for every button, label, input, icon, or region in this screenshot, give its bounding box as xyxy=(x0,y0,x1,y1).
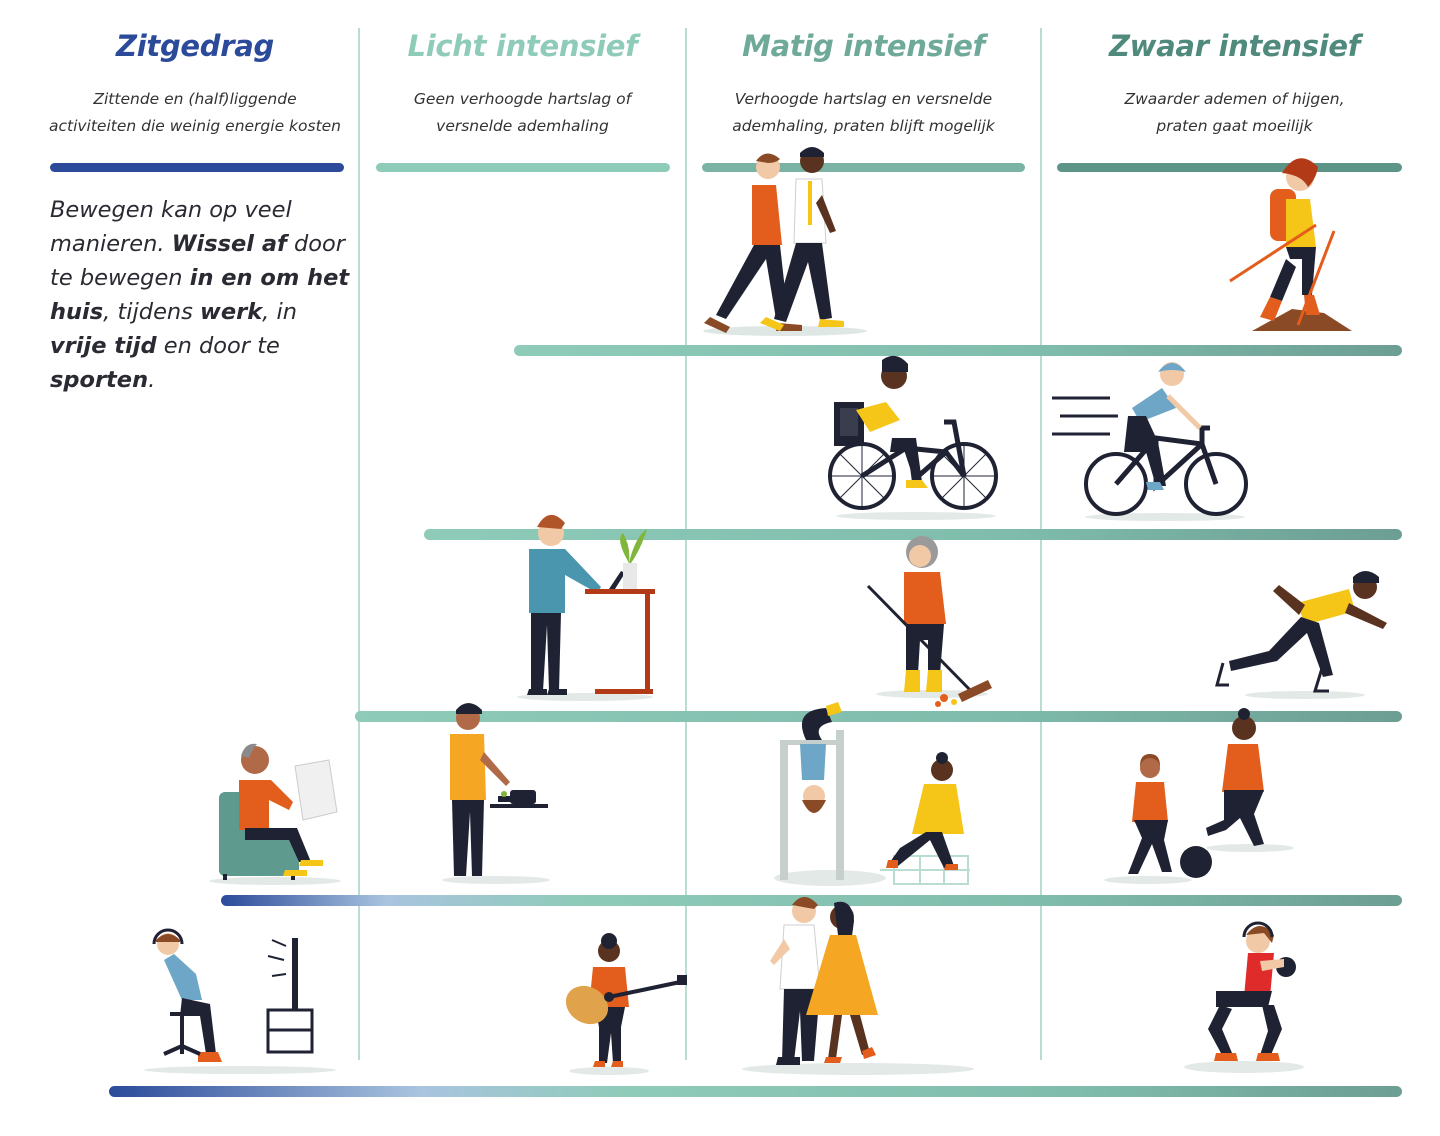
sprinter-prosthetic-icon xyxy=(1215,571,1387,699)
column-title: Licht intensief xyxy=(407,29,638,63)
cycling-child-seat-icon xyxy=(828,355,998,520)
header-bar-matig xyxy=(702,163,1025,172)
gamer-tv-icon xyxy=(144,928,336,1074)
intro-text: Bewegen kan op veel manieren. Wissel af … xyxy=(50,197,350,393)
walking-pair-icon xyxy=(703,147,867,336)
column-description: Zwaarder ademen of hijgen, praten gaat m… xyxy=(1124,90,1345,135)
column-divider xyxy=(1040,28,1042,1060)
squat-medicine-ball-icon xyxy=(1184,921,1304,1073)
racing-cyclist-icon xyxy=(1052,362,1248,521)
column-divider xyxy=(685,28,687,1060)
sweeping-leaves-icon xyxy=(866,536,992,707)
column-description: Geen verhoogde hartslag of versnelde ade… xyxy=(413,90,632,135)
row-bar-5 xyxy=(109,1086,1402,1097)
column-divider xyxy=(358,28,360,1060)
column-licht-intensief: Licht intensief Geen verhoogde hartslag … xyxy=(360,24,685,140)
soccer-pair-icon xyxy=(1104,708,1294,884)
column-matig-intensief: Matig intensief Verhoogde hartslag en ve… xyxy=(687,24,1040,140)
column-description: Verhoogde hartslag en versnelde ademhali… xyxy=(732,90,995,135)
column-title: Zitgedrag xyxy=(116,29,274,63)
cooking-icon xyxy=(442,703,550,884)
column-title: Zwaar intensief xyxy=(1108,29,1361,63)
row-bar-2 xyxy=(424,529,1402,540)
row-bar-3 xyxy=(355,711,1402,722)
header-bar-zwaar xyxy=(1057,163,1402,172)
column-description: Zittende en (half)liggende activiteiten … xyxy=(48,90,342,135)
nordic-walking-icon xyxy=(1229,158,1352,331)
column-zwaar-intensief: Zwaar intensief Zwaarder ademen of hijge… xyxy=(1042,24,1427,140)
hopscotch-child-icon xyxy=(880,752,970,885)
header-bar-licht xyxy=(376,163,670,172)
row-bar-1 xyxy=(514,345,1402,356)
column-title: Matig intensief xyxy=(742,29,985,63)
column-zitgedrag: Zitgedrag Zittende en (half)liggende act… xyxy=(30,24,360,140)
climbing-bars-icon xyxy=(774,702,886,886)
reading-armchair-icon xyxy=(209,743,341,885)
dancing-couple-icon xyxy=(742,897,974,1075)
guitar-player-icon xyxy=(565,933,687,1075)
header-bar-zitgedrag xyxy=(50,163,344,172)
standing-desk-icon xyxy=(517,514,655,701)
